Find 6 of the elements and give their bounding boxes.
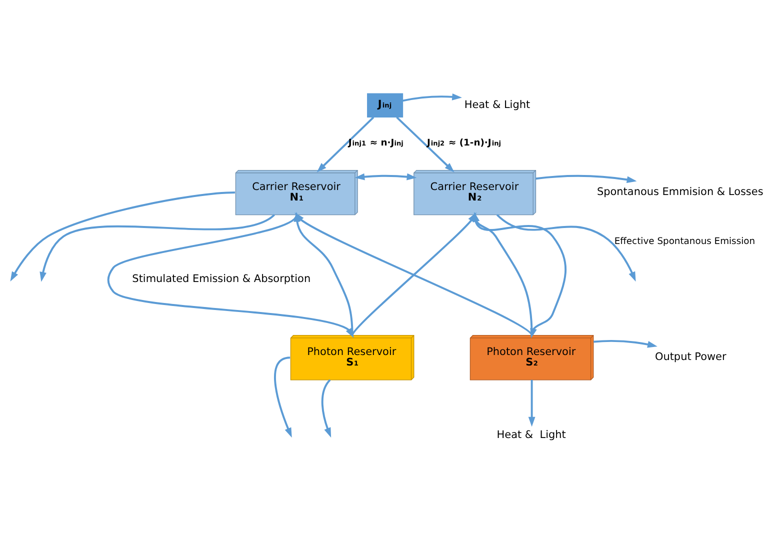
node-text: Heat & Light — [496, 428, 566, 441]
label: Stimulated Emission & Absorption — [132, 272, 311, 285]
node-text: Heat & Light — [464, 98, 530, 110]
node-text: Spontanous Emmision & Losses — [596, 186, 764, 198]
node-text: Output Power — [654, 350, 726, 363]
edge-label: Effective Spontanous Emission — [614, 235, 756, 246]
